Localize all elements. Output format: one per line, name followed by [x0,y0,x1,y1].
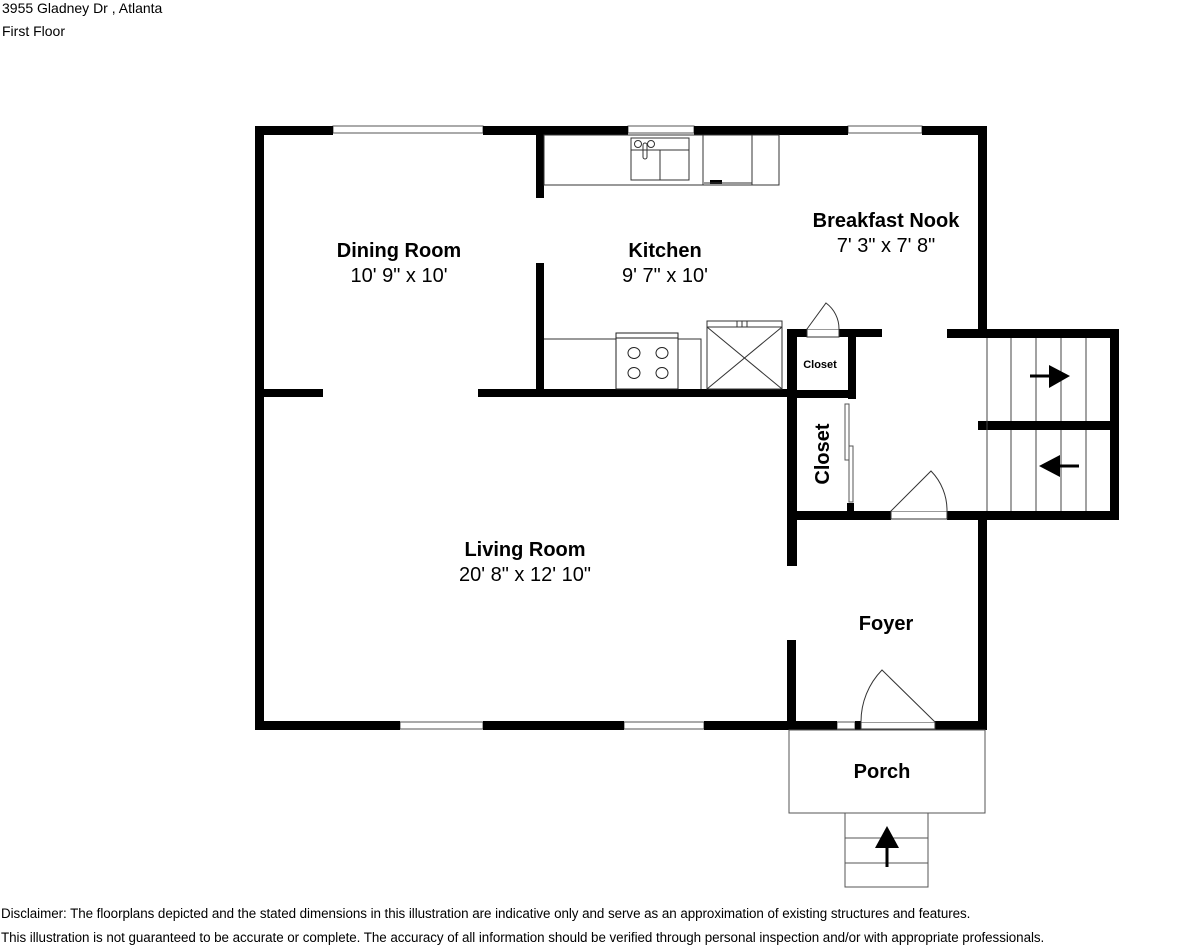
room-name-dining: Dining Room [337,240,461,262]
stove-icon [615,332,679,390]
closet-sliding-door[interactable] [844,403,854,503]
stairs [986,338,1087,511]
room-name-porch: Porch [854,761,911,783]
room-name-breakfast-nook: Breakfast Nook [813,210,961,232]
window-foyer [836,721,856,730]
foyer-interior-door[interactable] [890,470,948,520]
closet-door-small[interactable] [806,302,840,338]
window-nook [847,125,923,134]
window-living-2 [623,721,705,730]
disclaimer-line-2: This illustration is not guaranteed to b… [1,930,1045,945]
dishwasher-icon [710,180,722,184]
room-name-closet-small: Closet [803,359,837,371]
room-dim-breakfast-nook: 7' 3" x 7' 8" [837,235,936,257]
disclaimer-line-1: Disclaimer: The floorplans depicted and … [1,906,971,921]
room-name-kitchen: Kitchen [628,240,701,262]
stair-down-arrow-icon [1039,455,1079,477]
stair-up-arrow-icon [1030,365,1070,388]
room-name-living: Living Room [464,539,585,561]
entry-up-arrow-icon [875,826,899,867]
room-name-closet-tall: Closet [812,423,834,484]
window-kitchen [627,125,695,134]
sink-icon [630,137,690,181]
kitchen-counter-top [543,134,780,186]
address-label: 3955 Gladney Dr , Atlanta [2,0,163,16]
lower-counter [544,338,702,389]
window-dining [332,125,484,134]
room-dim-living: 20' 8" x 12' 10" [459,564,591,586]
refrigerator-icon [706,320,783,390]
room-name-foyer: Foyer [859,613,914,635]
front-door[interactable] [860,669,936,730]
walls [255,126,1119,730]
window-living-1 [399,721,484,730]
room-dim-dining: 10' 9" x 10' [350,265,447,287]
floor-label: First Floor [2,23,65,39]
room-dim-kitchen: 9' 7" x 10' [622,265,708,287]
